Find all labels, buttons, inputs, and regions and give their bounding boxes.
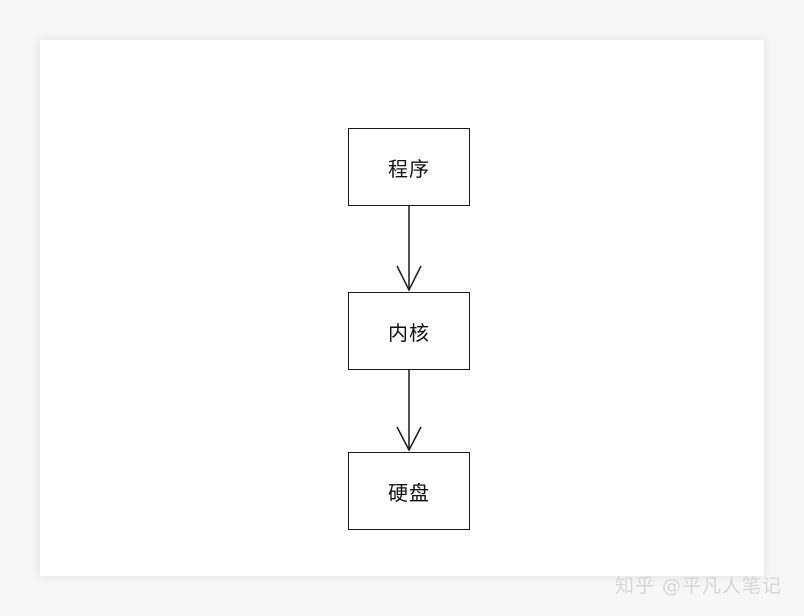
node-program-label: 程序	[388, 156, 430, 181]
node-disk-label: 硬盘	[388, 480, 430, 505]
node-disk: 硬盘	[348, 452, 470, 530]
node-kernel: 内核	[348, 292, 470, 370]
node-kernel-label: 内核	[388, 320, 430, 345]
node-program: 程序	[348, 128, 470, 206]
watermark-text: 知乎 @平凡人笔记	[614, 575, 782, 597]
